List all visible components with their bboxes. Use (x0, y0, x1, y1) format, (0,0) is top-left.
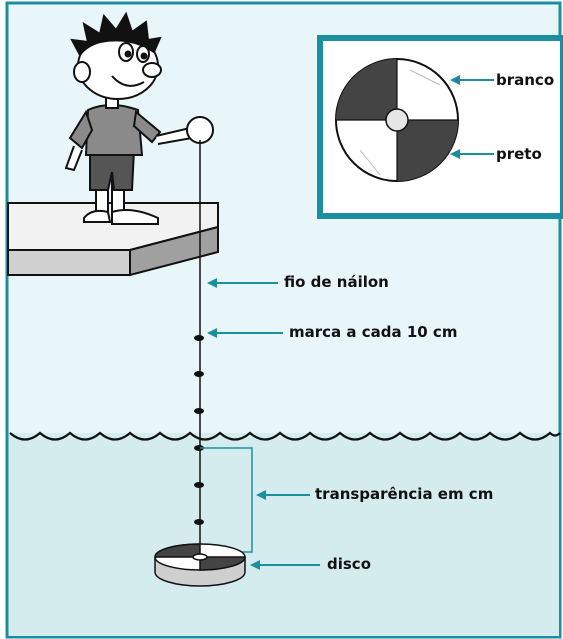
inset-panel (317, 35, 563, 219)
water-body (8, 433, 559, 636)
label-preto: preto (496, 145, 542, 163)
platform (7, 202, 219, 277)
arrow-line (207, 278, 278, 288)
label-transparencia: transparência em cm (315, 485, 494, 503)
water-surface (9, 431, 561, 441)
label-marca-10cm: marca a cada 10 cm (289, 323, 458, 341)
secchi-disk-icon (154, 543, 246, 587)
label-disco: disco (327, 555, 372, 573)
cartoon-boy-icon (64, 11, 214, 225)
depth-marks (194, 335, 204, 525)
arrow-preto (450, 149, 494, 159)
mark (194, 371, 204, 377)
mark (194, 445, 204, 451)
secchi-disk-top-view (335, 58, 459, 182)
label-fio-de-nailon: fio de náilon (284, 273, 389, 291)
mark (194, 519, 204, 525)
arrow-disk (250, 560, 320, 570)
mark (194, 335, 204, 341)
arrow-marks (207, 328, 283, 338)
mark (194, 482, 204, 488)
label-branco: branco (496, 71, 555, 89)
mark (194, 408, 204, 414)
arrow-transparency (256, 490, 310, 500)
arrow-branco (450, 75, 494, 85)
